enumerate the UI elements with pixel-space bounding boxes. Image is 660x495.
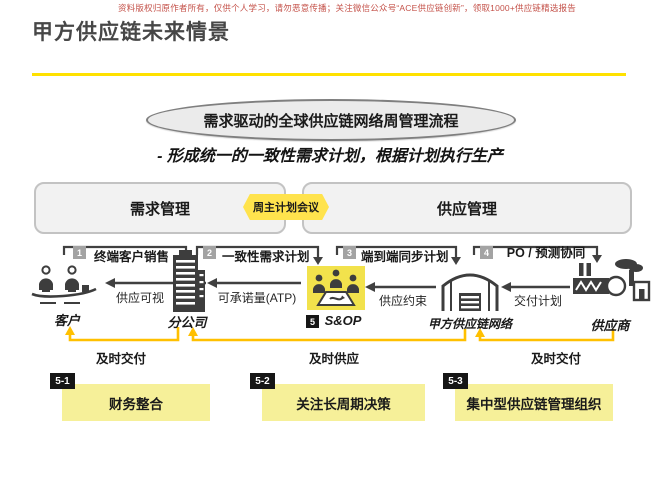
- initiative-box-central-org: 集中型供应链管理组织: [455, 384, 613, 421]
- timely-label-supply: 及时供应: [308, 352, 360, 366]
- sop-meeting-icon: [313, 269, 359, 306]
- entity-label-customer: 客户: [53, 313, 81, 328]
- step-1-label: 终端客户销售: [94, 250, 170, 264]
- supplier-factory-icon: [573, 259, 651, 302]
- step-3-badge: 3: [343, 246, 356, 259]
- process-subtitle: - 形成统一的一致性需求计划，根据计划执行生产: [157, 148, 503, 165]
- title-divider: [32, 73, 626, 76]
- initiative-badge-5-1: 5-1: [50, 373, 75, 389]
- flow-label-supply-visibility: 供应可视: [115, 291, 165, 305]
- process-banner: 需求驱动的全球供应链网络周管理流程: [146, 99, 516, 141]
- initiative-box-long-cycle: 关注长周期决策: [262, 384, 425, 421]
- page-title: 甲方供应链未来情景: [32, 21, 230, 44]
- step-2-label: 一致性需求计划: [222, 250, 310, 264]
- entity-label-sop: S&OP: [324, 313, 362, 328]
- supply-management-box: 供应管理: [302, 182, 632, 234]
- flow-label-atp: 可承诺量(ATP): [217, 291, 297, 305]
- timely-label-delivery-left: 及时交付: [95, 352, 147, 366]
- step-4-badge: 4: [480, 246, 493, 259]
- copyright-watermark: 资料版权归原作者所有，仅供个人学习，请勿恶意传播；关注微信公众号“ACE供应链创…: [118, 3, 576, 13]
- step-1-badge: 1: [73, 246, 86, 259]
- entity-label-supplier: 供应商: [590, 318, 630, 333]
- timely-label-delivery-right: 及时交付: [530, 352, 582, 366]
- flow-label-delivery-plan: 交付计划: [513, 294, 563, 308]
- weekly-meeting-tag: 周主计划会议: [243, 194, 329, 220]
- step-3-label: 端到端同步计划: [361, 250, 449, 264]
- customer-icon: [31, 265, 97, 304]
- branch-building-icon: [173, 250, 205, 312]
- initiative-badge-5-3: 5-3: [443, 373, 468, 389]
- initiative-box-finance: 财务整合: [62, 384, 210, 421]
- initiative-badge-5-2: 5-2: [250, 373, 275, 389]
- flow-label-supply-constraint: 供应约束: [378, 294, 428, 308]
- entity-label-branch: 分公司: [167, 315, 207, 330]
- network-warehouse-icon: [441, 273, 499, 311]
- sop-number-badge: 5: [306, 315, 319, 328]
- entity-label-network: 甲方供应链网络: [427, 317, 513, 331]
